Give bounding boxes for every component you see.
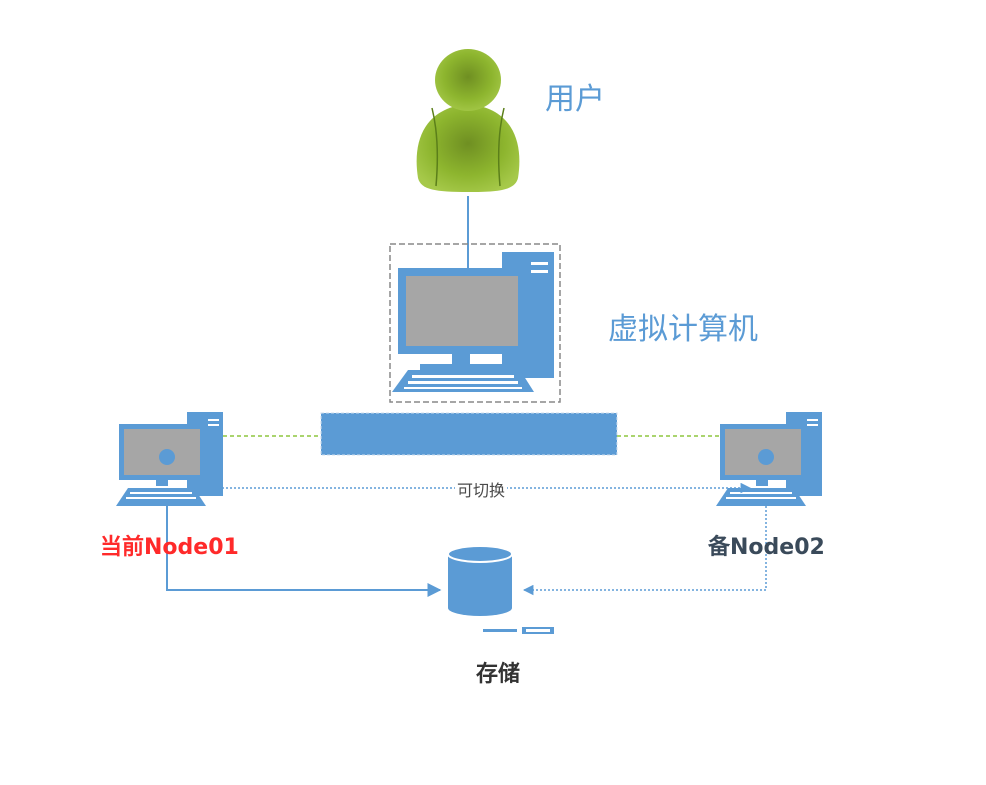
storage-database-icon — [447, 545, 554, 634]
user-icon — [416, 49, 520, 192]
user-label: 用户 — [545, 82, 605, 117]
storage-label: 存储 — [476, 662, 521, 687]
node01-to-storage-arrow — [166, 506, 442, 597]
switchable-label: 可切换 — [455, 477, 508, 501]
node01-label: 当前Node01 — [100, 535, 239, 560]
vm-computer-icon — [389, 243, 561, 403]
node02-to-storage-arrow — [522, 506, 767, 596]
node02-label: 备Node02 — [708, 535, 825, 560]
node02-computer-icon — [716, 412, 822, 506]
vm-label: 虚拟计算机 — [608, 312, 758, 347]
node01-computer-icon — [116, 412, 223, 506]
network-switch-bar — [320, 412, 618, 456]
